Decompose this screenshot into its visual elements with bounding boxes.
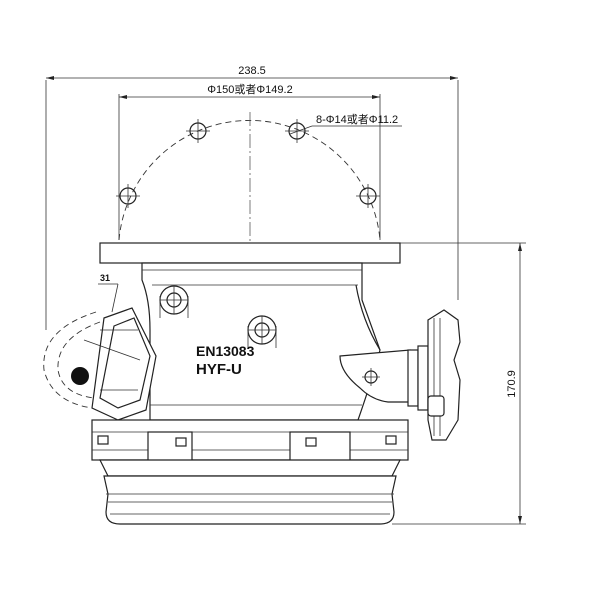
- holes-callout: 8-Φ14或者Φ11.2: [289, 113, 402, 135]
- lug: [147, 431, 193, 463]
- model-label: HYF-U: [196, 361, 242, 378]
- height-dimension: 170.9: [392, 242, 526, 525]
- overall-width-dimension: 238.5: [45, 65, 459, 330]
- bolt-circle-dimension: Φ150或者Φ149.2: [118, 83, 381, 240]
- valve-body: EN13083 HYF-U: [99, 242, 401, 421]
- callout-number: 31: [100, 273, 110, 283]
- lower-coupling: [91, 419, 409, 525]
- screw-head: [247, 315, 277, 348]
- bolt-hole: [285, 119, 309, 143]
- bolt-hole: [186, 119, 210, 143]
- lock-ball: [71, 367, 89, 385]
- standard-label: EN13083: [196, 343, 255, 359]
- lug: [289, 431, 351, 463]
- bolt-hole: [356, 184, 380, 208]
- bolt-hole: [116, 184, 140, 208]
- bolt-circle-label: Φ150或者Φ149.2: [207, 83, 292, 96]
- left-clamp-assembly: 31: [43, 273, 157, 421]
- screw-head: [159, 285, 189, 318]
- holes-label: 8-Φ14或者Φ11.2: [316, 113, 398, 126]
- right-handle-assembly: [339, 309, 461, 441]
- overall-width-label: 238.5: [238, 65, 266, 77]
- height-label: 170.9: [506, 370, 518, 398]
